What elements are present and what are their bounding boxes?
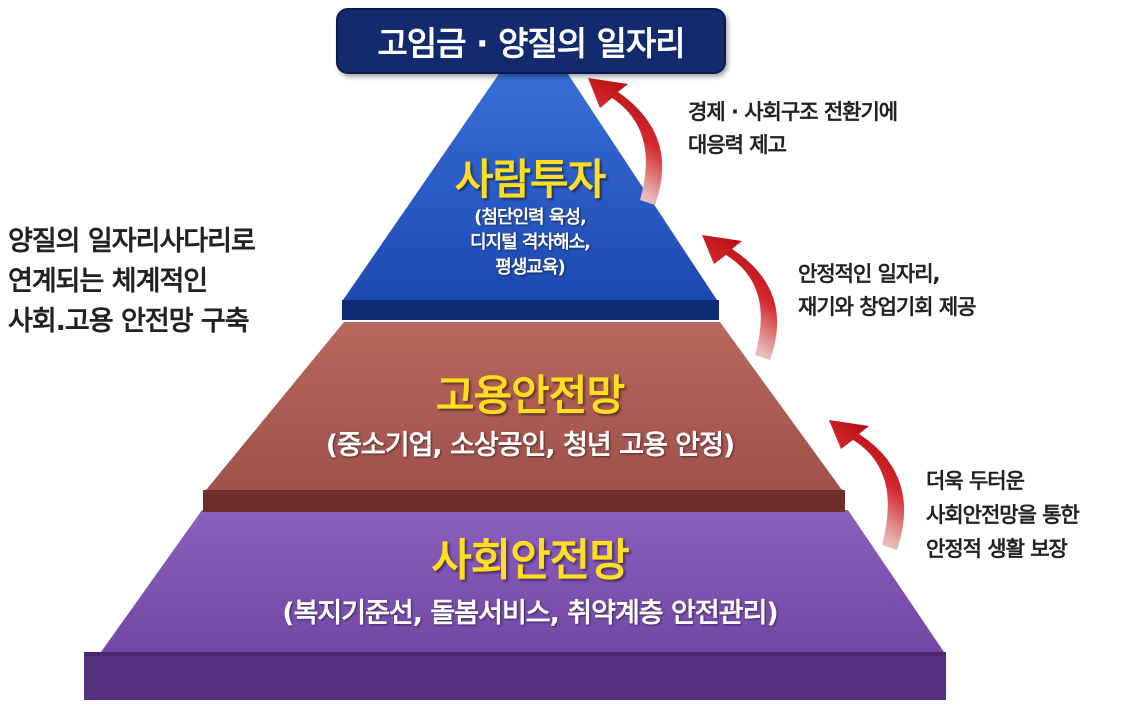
right-note-line: 대응력 제고 — [688, 133, 787, 157]
right-note-line: 경제 · 사회구조 전환기에 — [688, 100, 898, 124]
tier-middle-title: 고용안전망 — [435, 371, 625, 420]
arrow-upper-shape — [588, 78, 663, 205]
tier-middle-face — [206, 322, 842, 490]
right-note-line: 재기와 창업기회 제공 — [798, 295, 977, 319]
arrow-lower-shape — [829, 420, 905, 550]
tier-bottom-face — [101, 510, 944, 652]
right-note-line: 더욱 두터운 — [926, 469, 1025, 493]
right-note-middle: 안정적인 일자리, 재기와 창업기회 제공 — [798, 258, 977, 324]
tier-bottom — [84, 510, 946, 700]
tier-top-subtitle-line: 평생교육) — [495, 257, 565, 278]
right-note-line: 안정적인 일자리, — [798, 262, 941, 286]
tier-top-subtitle-line: (첨단인력 육성, — [474, 207, 587, 228]
right-note-line: 사회안전망을 통한 — [926, 503, 1080, 527]
tier-bottom-edge — [84, 652, 946, 656]
tier-middle-subtitle: (중소기업, 소상공인, 청년 고용 안정) — [325, 430, 736, 461]
tier-top-face — [343, 68, 717, 300]
left-note-line: 양질의 일자리사다리로 — [8, 226, 256, 257]
left-note-line: 사회.고용 안전망 구축 — [8, 306, 250, 337]
arrow-lower — [829, 420, 905, 550]
goal-banner: 고임금 · 양질의 일자리 — [336, 8, 726, 74]
tier-bottom-subtitle: (복지기준선, 돌봄서비스, 취약계층 안전관리) — [282, 598, 779, 629]
right-note-line: 안정적 생활 보장 — [926, 537, 1068, 561]
right-note-upper: 경제 · 사회구조 전환기에 대응력 제고 — [688, 96, 898, 162]
tier-top-subtitle: (첨단인력 육성, 디지털 격차해소, 평생교육) — [400, 205, 660, 280]
arrow-upper — [588, 78, 663, 205]
tier-middle-base — [203, 490, 845, 512]
tier-top — [342, 68, 719, 320]
arrow-middle — [702, 235, 778, 360]
tier-top-base — [342, 300, 719, 320]
right-note-lower: 더욱 두터운 사회안전망을 통한 안정적 생활 보장 — [926, 464, 1080, 566]
tier-middle — [203, 322, 845, 512]
tier-bottom-base — [84, 652, 946, 700]
tier-top-subtitle-line: 디지털 격차해소, — [469, 232, 591, 253]
arrow-middle-shape — [702, 235, 778, 360]
left-note-line: 연계되는 체계적인 — [8, 266, 208, 297]
goal-banner-label: 고임금 · 양질의 일자리 — [377, 24, 685, 63]
tier-bottom-title: 사회안전망 — [431, 535, 629, 586]
left-note: 양질의 일자리사다리로 연계되는 체계적인 사회.고용 안전망 구축 — [8, 222, 256, 342]
tier-top-title: 사람투자 — [454, 155, 607, 204]
